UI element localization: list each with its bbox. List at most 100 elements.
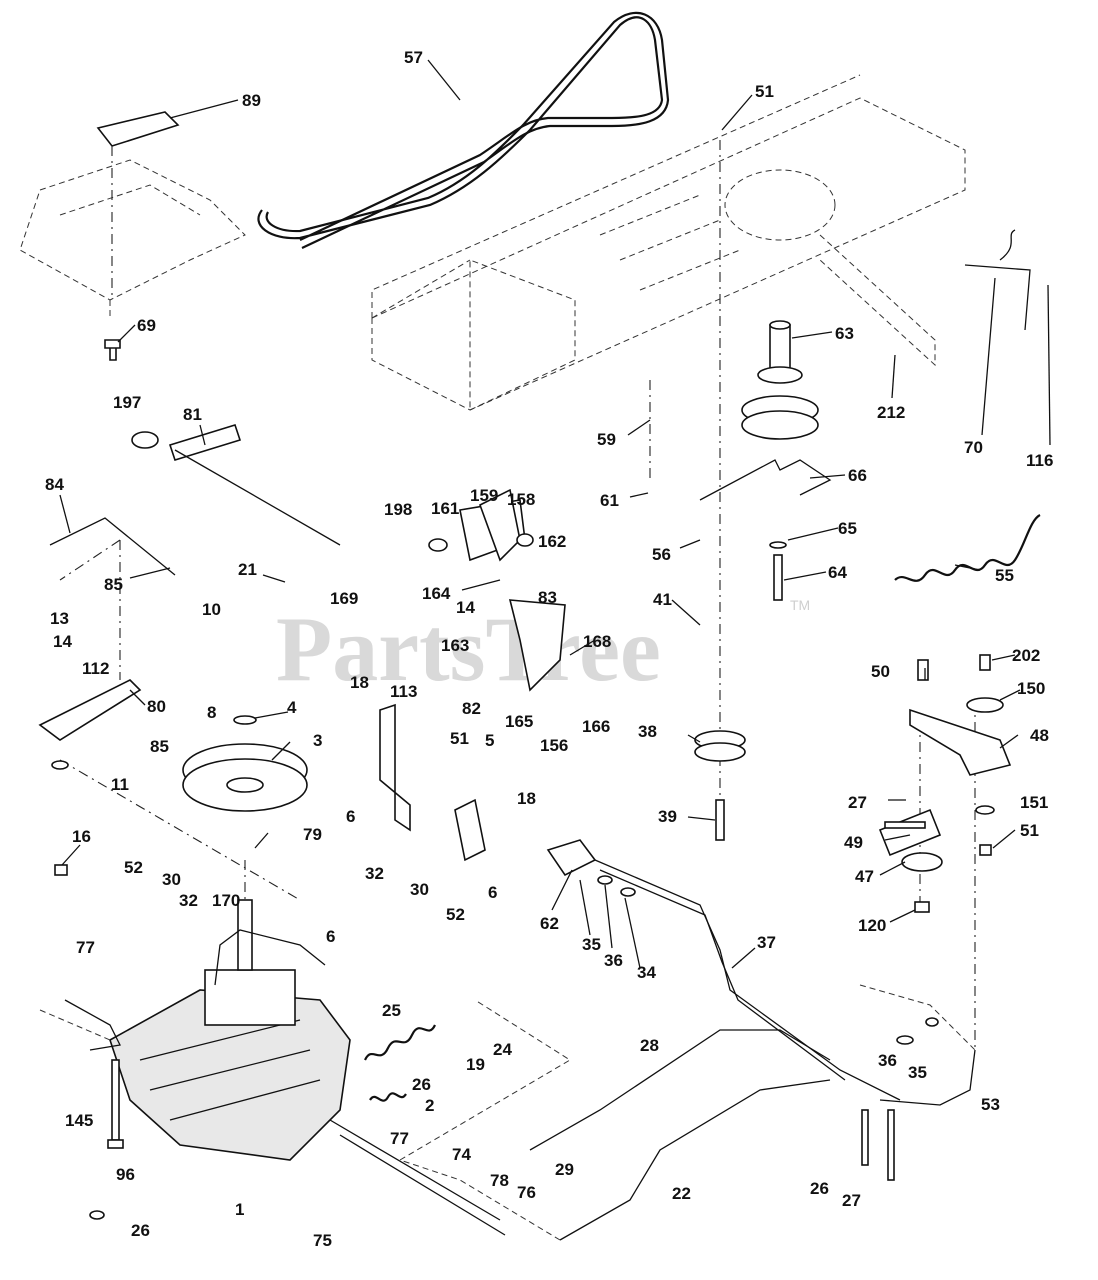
callout-28: 28 [640, 1036, 659, 1055]
callout-66: 66 [848, 466, 867, 485]
callout-21: 21 [238, 560, 257, 579]
callout-84: 84 [45, 475, 64, 494]
bracket-113 [379, 703, 486, 862]
callout-37: 37 [757, 933, 776, 952]
callout-82: 82 [462, 699, 481, 718]
callout-49: 49 [844, 833, 863, 852]
callout-77: 77 [76, 938, 95, 957]
callout-70: 70 [964, 438, 983, 457]
callout-19: 19 [466, 1055, 485, 1074]
callout-5: 5 [485, 731, 494, 750]
callout-4: 4 [287, 698, 297, 717]
callout-50: 50 [871, 662, 890, 681]
callout-78: 78 [490, 1171, 509, 1190]
rod-170 [214, 929, 326, 986]
callout-64: 64 [828, 563, 847, 582]
nut-51 [979, 844, 992, 856]
callout-202: 202 [1012, 646, 1040, 665]
callout-85: 85 [104, 575, 123, 594]
callout-32: 32 [179, 891, 198, 910]
callout-51c: 51 [1020, 821, 1039, 840]
washer-151 [975, 805, 995, 815]
fender-assembly [19, 111, 246, 361]
callout-113: 113 [390, 682, 417, 701]
callout-63: 63 [835, 324, 854, 343]
callout-14: 14 [456, 598, 475, 617]
drive-belt [257, 11, 670, 249]
rod-37b [599, 869, 846, 1081]
pulley-38 [694, 730, 746, 841]
callout-10: 10 [202, 600, 221, 619]
rod-70 [964, 229, 1031, 331]
callout-18b: 18 [517, 789, 536, 808]
callout-112: 112 [82, 659, 109, 678]
rod-28 [529, 1029, 831, 1151]
callout-16: 16 [72, 827, 91, 846]
callout-47: 47 [855, 867, 874, 886]
callout-69: 69 [137, 316, 156, 335]
callout-22: 22 [672, 1184, 691, 1203]
leader-lines [59, 59, 1051, 969]
callout-29: 29 [555, 1160, 574, 1179]
rod-53 [879, 1049, 976, 1106]
callout-77b: 77 [390, 1129, 409, 1148]
callout-120: 120 [858, 916, 886, 935]
callout-25: 25 [382, 1001, 401, 1020]
callout-76: 76 [517, 1183, 536, 1202]
callout-163: 163 [441, 636, 469, 655]
watermark: PartsTree [276, 598, 661, 700]
spring-55 [894, 514, 1041, 582]
callout-30: 30 [162, 870, 181, 889]
callout-11: 11 [111, 775, 129, 794]
callout-159: 159 [470, 486, 498, 505]
callout-158: 158 [507, 490, 535, 509]
callout-35: 35 [582, 935, 601, 954]
callout-52: 52 [124, 858, 143, 877]
callout-34: 34 [637, 963, 656, 982]
callout-26b: 26 [810, 1179, 829, 1198]
callout-80: 80 [147, 697, 166, 716]
callout-65: 65 [838, 519, 857, 538]
callout-145: 145 [65, 1111, 93, 1130]
callout-51b: 51 [450, 729, 469, 748]
callout-55: 55 [995, 566, 1014, 585]
callout-74: 74 [452, 1145, 471, 1164]
callout-26: 26 [412, 1075, 431, 1094]
callout-18: 18 [350, 673, 369, 692]
callout-30b: 30 [410, 880, 429, 899]
callout-116: 116 [1026, 451, 1053, 470]
callout-6b: 6 [488, 883, 497, 902]
callout-150: 150 [1017, 679, 1045, 698]
callout-51: 51 [755, 82, 774, 101]
callout-6c: 6 [326, 927, 335, 946]
callout-89: 89 [242, 91, 261, 110]
callout-96: 96 [116, 1165, 135, 1184]
callout-32b: 32 [365, 864, 384, 883]
callout-165: 165 [505, 712, 533, 731]
callout-168: 168 [583, 632, 611, 651]
pulley-3 [182, 715, 308, 812]
lever-assembly [38, 424, 341, 770]
callout-166: 166 [582, 717, 610, 736]
callout-1: 1 [235, 1200, 244, 1219]
callout-79: 79 [303, 825, 322, 844]
callout-36: 36 [604, 951, 623, 970]
hardware-bolts [54, 864, 939, 1220]
callout-83: 83 [538, 588, 557, 607]
callout-198: 198 [384, 500, 412, 519]
callout-212: 212 [877, 403, 905, 422]
spring-2 [369, 1092, 407, 1102]
callout-170: 170 [212, 891, 240, 910]
watermark-tm: TM [790, 597, 810, 613]
callout-56: 56 [652, 545, 671, 564]
callout-27b: 27 [842, 1191, 861, 1210]
callout-75: 75 [313, 1231, 332, 1250]
rod-22 [559, 1079, 831, 1241]
callout-27: 27 [848, 793, 867, 812]
callout-35b: 35 [908, 1063, 927, 1082]
callout-62: 62 [540, 914, 559, 933]
callout-197: 197 [113, 393, 141, 412]
callout-26c: 26 [131, 1221, 150, 1240]
callout-52b: 52 [446, 905, 465, 924]
